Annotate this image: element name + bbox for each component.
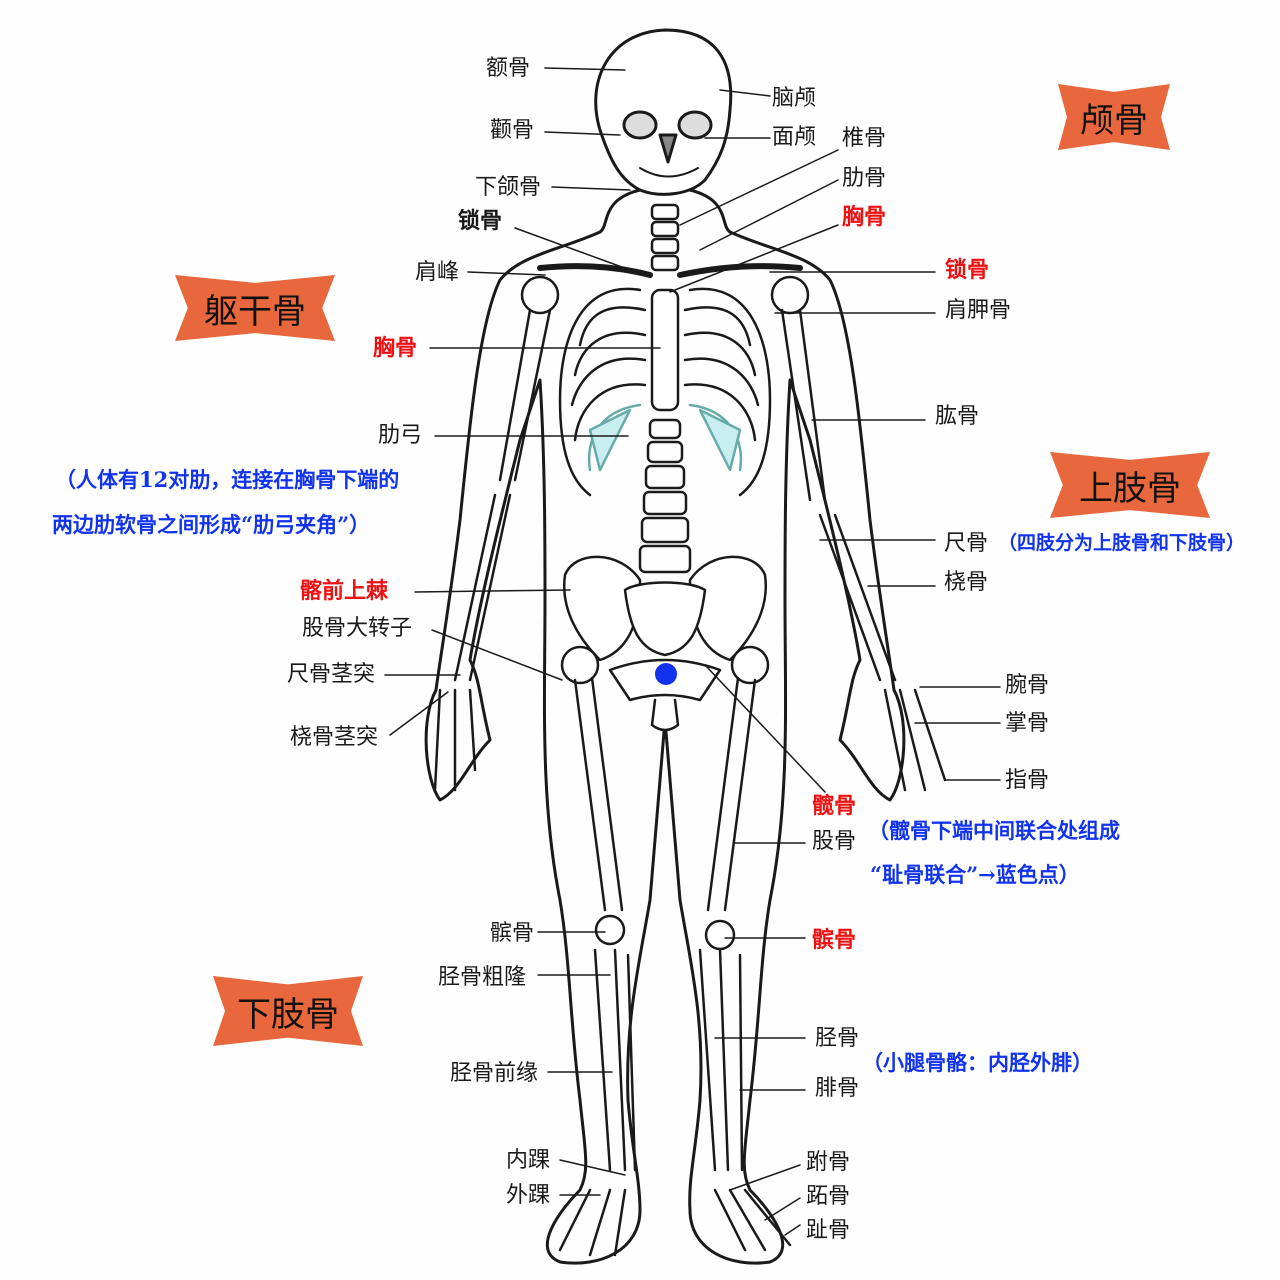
label-asis: 髂前上棘 xyxy=(300,578,389,604)
legs xyxy=(558,645,792,1257)
note-ribs-line1: （人体有12对肋，连接在胸骨下端的 xyxy=(55,467,400,492)
label-scapula: 肩胛骨 xyxy=(945,298,1012,323)
label-tibia: 胫骨 xyxy=(815,1026,860,1051)
label-metatarsal: 跖骨 xyxy=(806,1184,851,1209)
label-radius: 桡骨 xyxy=(944,570,989,595)
label-ulnar-styloid: 尺骨茎突 xyxy=(287,662,376,687)
label-radial-styloid: 桡骨茎突 xyxy=(290,725,379,750)
skull xyxy=(594,28,733,196)
label-carpal: 腕骨 xyxy=(1005,673,1050,698)
banner-trunk: 躯干骨 xyxy=(175,275,335,341)
note-limbs: （四肢分为上肢骨和下肢骨） xyxy=(998,532,1246,554)
label-toe: 趾骨 xyxy=(806,1218,851,1243)
banner-skull: 颅骨 xyxy=(1058,84,1170,150)
banner-lower-limb: 下肢骨 xyxy=(213,976,363,1046)
note-ribs-line2: 两边肋软骨之间形成“肋弓夹角”） xyxy=(52,512,371,537)
ribcage xyxy=(558,287,772,497)
label-medial-malleolus: 内踝 xyxy=(506,1148,551,1173)
label-patella-left: 髌骨 xyxy=(490,921,535,946)
label-vertebra: 椎骨 xyxy=(842,126,887,151)
label-clavicle-left: 锁骨 xyxy=(458,208,503,234)
label-frontal-bone: 额骨 xyxy=(486,56,531,81)
label-clavicle-right: 锁骨 xyxy=(945,257,990,283)
banner-upper-limb: 上肢骨 xyxy=(1050,452,1210,518)
label-patella-right: 髌骨 xyxy=(812,927,857,953)
label-femur: 股骨 xyxy=(812,829,857,854)
label-metacarpal: 掌骨 xyxy=(1005,711,1050,736)
leader-lines xyxy=(384,67,1001,1236)
label-greater-trochanter: 股骨大转子 xyxy=(302,616,413,641)
label-lateral-malleolus: 外踝 xyxy=(506,1183,551,1208)
label-sternum-right: 胸骨 xyxy=(842,204,887,230)
label-hip-bone: 髋骨 xyxy=(812,793,857,819)
label-ulna: 尺骨 xyxy=(944,531,989,556)
label-mandible: 下颌骨 xyxy=(475,175,542,200)
label-sternum-left: 胸骨 xyxy=(373,335,418,361)
label-facial-cranium: 面颅 xyxy=(772,125,817,150)
label-acromion: 肩峰 xyxy=(415,260,460,285)
label-costal-arch: 肋弓 xyxy=(378,423,423,448)
label-rib: 肋骨 xyxy=(842,166,887,191)
note-leg: （小腿骨骼：内胫外腓） xyxy=(862,1050,1093,1075)
label-humerus: 肱骨 xyxy=(935,404,980,429)
note-pubic-line2: “耻骨联合”→蓝色点） xyxy=(870,862,1080,887)
label-tarsal: 跗骨 xyxy=(806,1150,851,1175)
pelvis xyxy=(562,555,768,732)
arms xyxy=(433,275,947,792)
label-tibial-anterior-border: 胫骨前缘 xyxy=(450,1061,539,1086)
label-tibial-tuberosity: 胫骨粗隆 xyxy=(438,965,527,990)
label-zygomatic-bone: 颧骨 xyxy=(490,118,535,143)
label-cranium: 脑颅 xyxy=(772,86,817,111)
label-phalanges: 指骨 xyxy=(1005,768,1050,793)
note-pubic-line1: （髋骨下端中间联合处组成 xyxy=(868,818,1120,843)
pubic-symphysis-dot xyxy=(655,663,677,685)
label-fibula: 腓骨 xyxy=(815,1076,860,1101)
spine xyxy=(638,203,692,574)
